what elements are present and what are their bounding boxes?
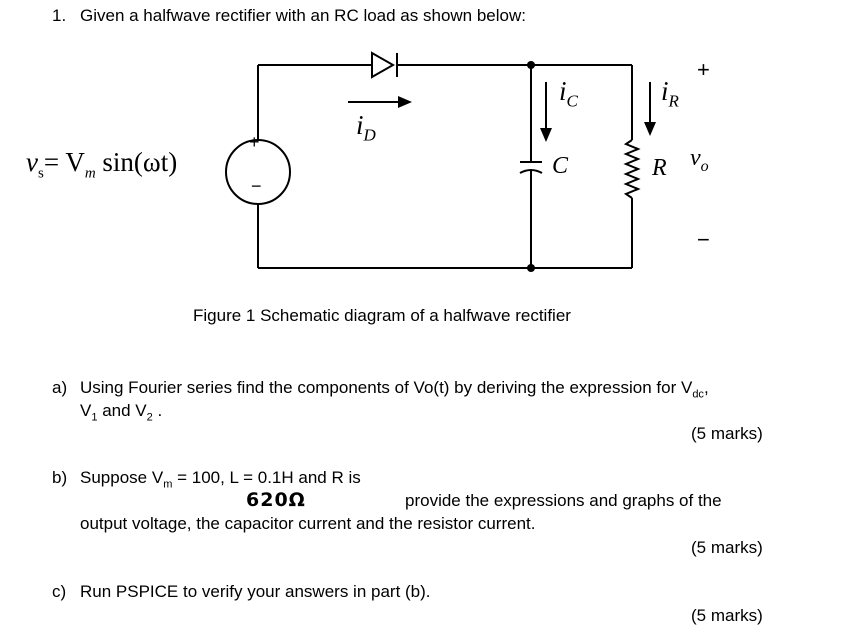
part-a-label: a) xyxy=(52,378,68,397)
source-eq-sub: m xyxy=(84,165,96,182)
part-b-line1: Suppose Vm = 100, L = 0.1H and R is xyxy=(80,468,361,491)
source-equation: vs= Vm sin(ωt) xyxy=(26,146,178,182)
question-prompt: Given a halfwave rectifier with an RC lo… xyxy=(80,6,526,25)
part-b-line2: provide the expressions and graphs of th… xyxy=(405,491,722,510)
part-c-text: Run PSPICE to verify your answers in par… xyxy=(80,582,431,601)
source-v-label: v xyxy=(26,147,38,177)
vo-label: vo xyxy=(690,145,709,175)
source-minus: − xyxy=(251,176,262,196)
part-a-line1: Using Fourier series find the components… xyxy=(80,378,709,401)
resistor-symbol xyxy=(623,139,641,199)
res-label: R xyxy=(652,155,667,181)
ac-source-symbol xyxy=(225,139,291,205)
source-plus: + xyxy=(249,132,260,152)
part-a-marks: (5 marks) xyxy=(691,424,763,443)
part-b-handwritten-value: 620Ω xyxy=(246,489,306,511)
ir-arrow xyxy=(644,82,656,136)
junction-top xyxy=(527,61,535,69)
id-label: iD xyxy=(356,110,376,145)
part-c-marks: (5 marks) xyxy=(691,606,763,625)
diode-symbol xyxy=(371,51,398,79)
junction-bottom xyxy=(527,264,535,272)
vo-minus: − xyxy=(697,227,710,252)
vo-plus: + xyxy=(697,57,710,82)
question-number: 1. xyxy=(52,6,67,25)
ir-label: iR xyxy=(661,76,679,111)
source-eq: = V xyxy=(43,147,85,177)
cap-label: C xyxy=(552,153,569,179)
part-b-marks: (5 marks) xyxy=(691,538,763,557)
capacitor-symbol xyxy=(519,161,543,174)
figure-caption: Figure 1 Schematic diagram of a halfwave… xyxy=(193,306,571,325)
source-eq-tail: sin(ωt) xyxy=(95,147,178,177)
part-a-line2: V1 and V2 . xyxy=(80,401,163,424)
part-b-line3: output voltage, the capacitor current an… xyxy=(80,514,536,533)
ic-arrow xyxy=(540,82,552,142)
ic-label: iC xyxy=(559,76,578,111)
part-c-label: c) xyxy=(52,582,67,601)
source-v-sub: s xyxy=(37,165,44,182)
id-arrow xyxy=(348,96,412,108)
part-b-label: b) xyxy=(52,468,68,487)
